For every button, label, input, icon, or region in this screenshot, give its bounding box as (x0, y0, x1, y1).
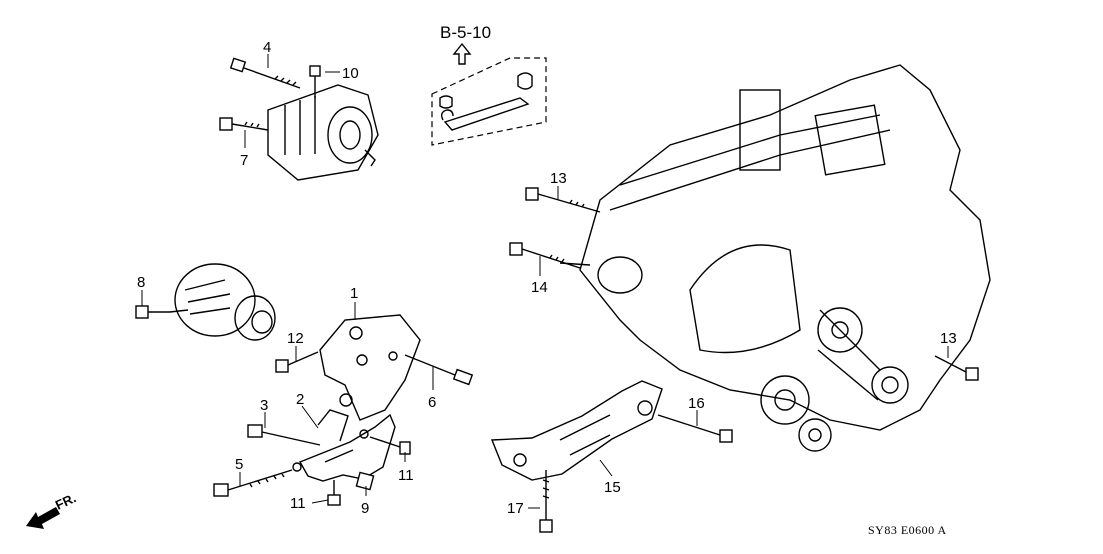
bracket-15 (490, 380, 663, 481)
callout-5[interactable]: 5 (235, 456, 243, 473)
bolt-12 (275, 351, 319, 373)
callout-2[interactable]: 2 (296, 391, 304, 408)
front-direction-indicator: FR. (26, 490, 78, 529)
callout-1[interactable]: 1 (350, 285, 358, 302)
callout-17[interactable]: 17 (507, 500, 524, 517)
bolt-14 (509, 242, 581, 269)
callout-13-right[interactable]: 13 (940, 330, 957, 347)
callout-7[interactable]: 7 (240, 152, 248, 169)
callout-6[interactable]: 6 (428, 394, 436, 411)
bolt-11-bottom (327, 480, 341, 506)
nut-10 (309, 65, 321, 98)
reference-callout[interactable]: B-5-10 (431, 23, 547, 146)
callout-15[interactable]: 15 (604, 479, 621, 496)
up-arrow-icon (452, 42, 472, 65)
callout-4[interactable]: 4 (263, 39, 271, 56)
bolt-13-upper (525, 187, 601, 213)
callout-11-right[interactable]: 11 (398, 467, 414, 484)
nut-8 (135, 305, 170, 319)
front-label: FR. (53, 490, 78, 512)
bolt-17 (539, 470, 553, 533)
nut-9 (355, 471, 375, 491)
callout-8[interactable]: 8 (137, 274, 145, 291)
bolt-3 (247, 424, 321, 446)
callout-11-bottom[interactable]: 11 (290, 495, 306, 512)
bolt-7 (219, 117, 269, 131)
harness-clip-bracket (439, 72, 533, 131)
engine-assembly (559, 64, 991, 452)
bolt-6 (404, 354, 474, 386)
bolt-13-right (934, 355, 979, 381)
dashed-group-box (431, 57, 547, 146)
callout-13-upper[interactable]: 13 (550, 170, 567, 187)
callout-10[interactable]: 10 (342, 65, 359, 82)
reference-label[interactable]: B-5-10 (440, 23, 491, 42)
callout-9[interactable]: 9 (361, 500, 369, 517)
callout-14[interactable]: 14 (531, 279, 548, 296)
diagram-code: SY83 E0600 A (868, 523, 947, 537)
bolt-4 (229, 57, 301, 89)
bracket-1 (319, 314, 421, 421)
alternator (169, 263, 276, 341)
callout-16[interactable]: 16 (688, 395, 705, 412)
bracket-2 (292, 409, 396, 482)
leader-lines (141, 54, 949, 509)
callout-3[interactable]: 3 (260, 397, 268, 414)
callout-12[interactable]: 12 (287, 330, 304, 347)
bolt-5 (213, 469, 293, 497)
front-arrow-icon (26, 507, 60, 529)
bolt-16 (657, 414, 733, 443)
starter-motor (267, 84, 379, 181)
